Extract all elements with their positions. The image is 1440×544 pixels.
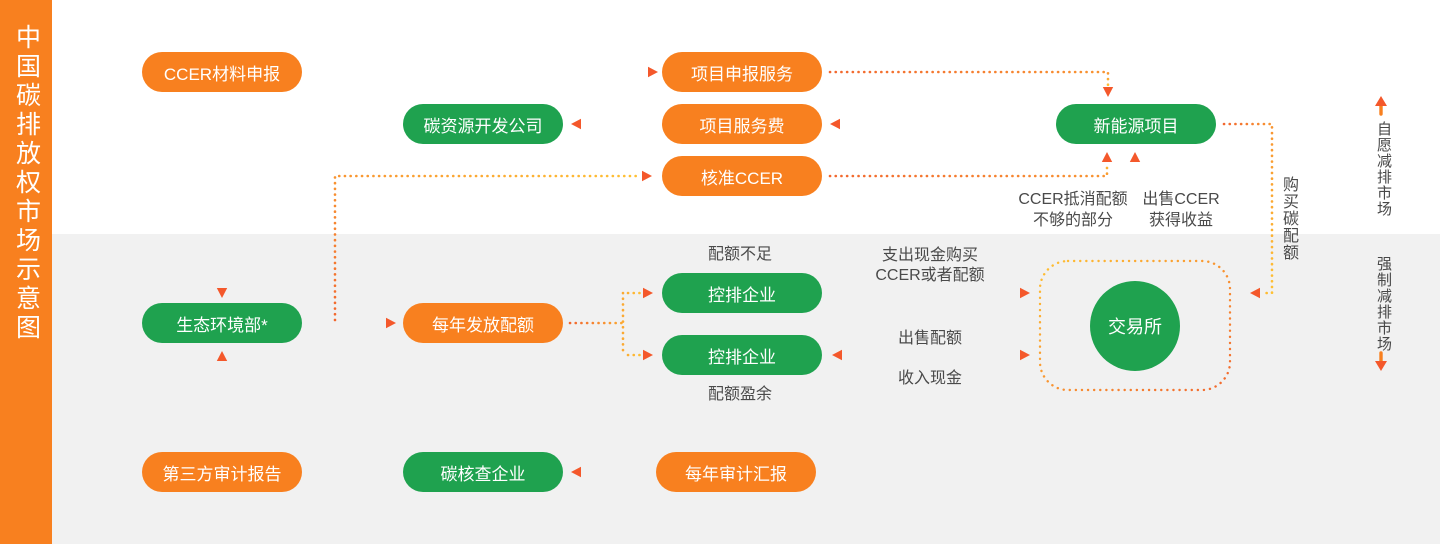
label-pay-cash-line2: CCER或者配额 (875, 267, 985, 284)
label-ccer-offset-line1: CCER抵消配额 (1018, 191, 1128, 208)
node-approved-ccer: 核准CCER (662, 156, 822, 196)
label-ccer-offset-line2: 不够的部分 (1032, 212, 1113, 229)
node-annual-quota: 每年发放配额 (403, 303, 563, 343)
node-controlled-surplus: 控排企业 (662, 335, 822, 375)
node-carbon-dev: 碳资源开发公司 (403, 104, 563, 144)
node-exchange: 交易所 (1090, 281, 1180, 371)
label-pay-cash: 支出现金购买 CCER或者配额 (850, 246, 1010, 286)
label-sell-ccer-line2: 获得收益 (1148, 212, 1213, 229)
label-ccer-offset: CCER抵消配额 不够的部分 (1012, 189, 1134, 231)
label-quota-surplus: 配额盈余 (707, 386, 772, 403)
label-pay-cash-line1: 支出现金购买 (881, 247, 978, 264)
label-quota-short: 配额不足 (707, 246, 772, 263)
label-sell-quota: 出售配额 (897, 330, 962, 347)
node-third-party-audit: 第三方审计报告 (142, 452, 302, 492)
label-voluntary-market: 自愿减排市场 (1375, 121, 1392, 217)
label-mandatory-market: 强制减排市场 (1375, 256, 1392, 352)
label-sell-ccer: 出售CCER 获得收益 (1121, 189, 1241, 231)
node-controlled-short: 控排企业 (662, 273, 822, 313)
sidebar: 中国碳排放权市场示意图 (0, 0, 52, 544)
label-income-cash: 收入现金 (897, 370, 962, 387)
node-annual-audit: 每年审计汇报 (656, 452, 816, 492)
diagram-title: 中国碳排放权市场示意图 (12, 24, 41, 343)
node-project-apply: 项目申报服务 (662, 52, 822, 92)
node-mee: 生态环境部* (142, 303, 302, 343)
node-new-energy: 新能源项目 (1056, 104, 1216, 144)
node-project-fee: 项目服务费 (662, 104, 822, 144)
label-buy-quota: 购买碳配额 (1280, 176, 1297, 261)
label-sell-ccer-line1: 出售CCER (1142, 191, 1220, 208)
node-carbon-verifier: 碳核查企业 (403, 452, 563, 492)
node-ccer-material: CCER材料申报 (142, 52, 302, 92)
